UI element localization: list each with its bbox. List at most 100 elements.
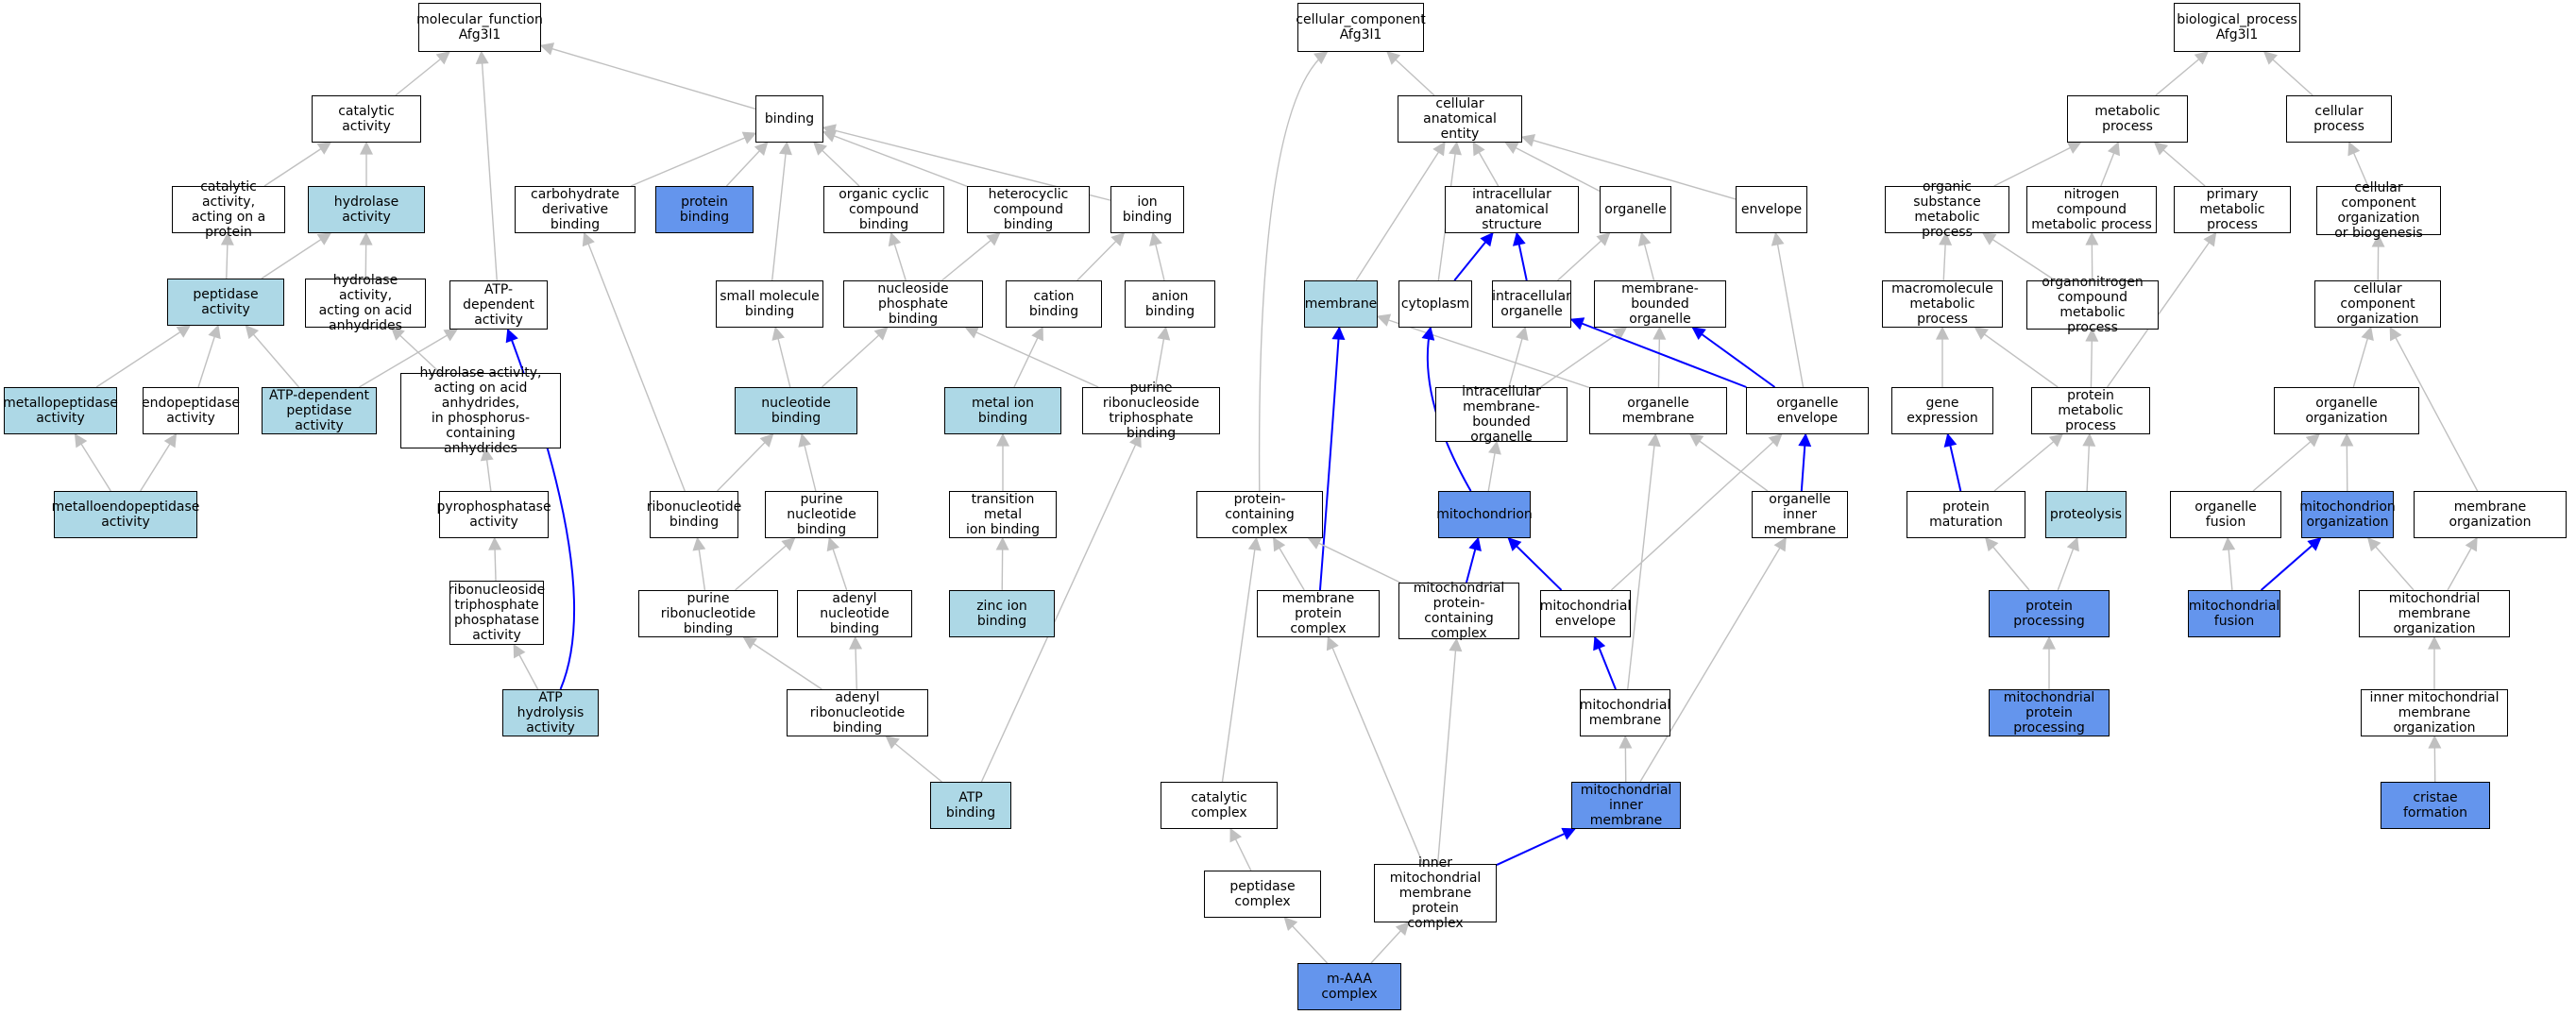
edge-nucleotide-to-small-mol	[771, 326, 791, 388]
edge-organonitrogen-to-org-substance	[1981, 232, 2056, 281]
edge-endopep-to-peptidase	[197, 324, 221, 388]
edge-atp-binding-to-pur-ribo-tri	[980, 432, 1142, 783]
go-term-org-membrane: organelle membrane	[1589, 387, 1727, 434]
edge-nuc-phos-to-org-cyclic	[888, 231, 907, 281]
go-term-org-envelope: organelle envelope	[1746, 387, 1869, 434]
edge-cc-org-bio-to-cellular-process	[2347, 141, 2369, 187]
go-term-heterocyclic: heterocyclic compound binding	[967, 186, 1090, 233]
edge-org-inner-mem-to-org-envelope	[1798, 432, 1812, 492]
go-term-macromolecule: macromolecule metabolic process	[1882, 280, 2003, 328]
edge-prot-metabolic-to-organonitrogen	[2085, 328, 2099, 388]
edge-prot-maturation-to-gene-expr	[1943, 432, 1962, 492]
go-term-mito-org: mitochondrion organization	[2299, 491, 2396, 538]
edge-mito-fusion-to-org-fusion	[2222, 536, 2236, 591]
edge-mito-envelope-to-mitochondrion	[1507, 537, 1563, 591]
go-term-atp-hydrolysis: ATP hydrolysis activity	[502, 689, 599, 736]
go-term-metalloendo: metalloendopeptidase activity	[52, 491, 199, 538]
go-term-peptidase-complex: peptidase complex	[1204, 871, 1321, 918]
edge-mitochondrion-to-cytoplasm	[1421, 326, 1472, 492]
go-term-metallopep: metallopeptidase activity	[3, 387, 118, 434]
edge-mem-prot-complex-to-protein-containing	[1273, 536, 1305, 591]
edge-org-membrane-to-mem-bounded	[1652, 326, 1667, 388]
edge-atp-hydrolysis-to-ribo-tri-phos	[513, 643, 539, 690]
go-term-atp-dep-pep: ATP-dependent peptidase activity	[262, 387, 377, 434]
edge-inner-mito-complex-to-mem-prot-complex	[1326, 635, 1424, 865]
go-term-nitrogen: nitrogen compound metabolic process	[2026, 186, 2157, 233]
edge-mito-mem-org-to-mito-org	[2366, 536, 2415, 591]
edge-adenyl-ribo-to-adenyl-nuc	[849, 635, 863, 690]
edge-atp-dep-to-mf-root	[475, 50, 498, 281]
edge-org-envelope-to-mem-bounded	[1691, 327, 1776, 388]
go-term-cytoplasm: cytoplasm	[1398, 280, 1472, 328]
edge-mito-fusion-to-mito-org	[2260, 537, 2322, 591]
go-term-intracell-mb-org: intracellular membrane-bounded organelle	[1435, 384, 1568, 445]
go-term-pur-ribonuc: purine ribonucleotide binding	[638, 590, 778, 637]
go-term-mf-root: molecular_function Afg3l1	[416, 3, 543, 52]
edge-peptidase-to-hydrolase	[261, 232, 332, 279]
edge-org-substance-to-metabolic	[1993, 142, 2082, 187]
go-term-mito-prot-complex: mitochondrial protein-containing complex	[1398, 581, 1519, 641]
edge-nucleotide-to-nuc-phos	[821, 327, 889, 388]
edge-mito-prot-complex-to-protein-containing	[1307, 537, 1401, 584]
go-term-ribo-tri-phos: ribonucleoside triphosphate phosphatase …	[448, 581, 546, 645]
go-term-prot-metabolic: protein metabolic process	[2031, 387, 2150, 434]
go-term-nuc-phos: nucleoside phosphate binding	[843, 280, 983, 328]
go-term-cellular-process: cellular process	[2286, 95, 2392, 143]
go-term-prot-maturation: protein maturation	[1907, 491, 2025, 538]
go-term-maaa: m-AAA complex	[1297, 963, 1401, 1010]
edge-metallopep-to-peptidase	[95, 325, 192, 388]
edge-atp-dep-pep-to-atp-dep	[359, 329, 459, 388]
edge-proteolysis-to-prot-metabolic	[2082, 432, 2096, 492]
edge-cation-to-ion-binding	[1076, 232, 1126, 281]
edge-intracell-mb-org-to-mem-bounded	[1540, 327, 1628, 388]
go-term-atp-binding: ATP binding	[930, 782, 1011, 829]
go-term-hyd-phos: hydrolase activity, acting on acid anhyd…	[400, 365, 561, 456]
edge-pur-ribo-tri-to-anion	[1154, 326, 1171, 388]
go-term-cristae: cristae formation	[2381, 782, 2490, 829]
go-term-membrane-org: membrane organization	[2414, 491, 2567, 538]
go-term-organelle: organelle	[1600, 186, 1671, 233]
edge-purine-nuc-to-nucleotide	[798, 432, 817, 492]
go-term-pyrophos: pyrophosphatase activity	[436, 491, 551, 538]
go-term-purine-nuc: purine nucleotide binding	[765, 491, 878, 538]
edge-prot-metabolic-to-primary-met	[2107, 231, 2217, 388]
go-term-adenyl-nuc: adenyl nucleotide binding	[797, 590, 912, 637]
edge-protein-containing-to-cc-root	[1258, 51, 1329, 492]
go-term-endopep: endopeptidase activity	[142, 387, 240, 434]
edge-hyd-phos-to-hyd-anhydrides	[390, 327, 441, 374]
edge-organelle-to-cell-anat	[1504, 142, 1601, 193]
edge-mito-membrane-to-org-membrane	[1627, 432, 1661, 690]
go-term-cation: cation binding	[1006, 280, 1102, 328]
edge-carb-deriv-to-binding	[630, 131, 757, 187]
go-term-protein-containing: protein-containing complex	[1196, 491, 1323, 538]
edge-atp-dep-pep-to-peptidase	[245, 324, 300, 388]
go-term-intracell-struct: intracellular anatomical structure	[1445, 186, 1579, 233]
go-term-mito-envelope: mitochondrial envelope	[1540, 590, 1631, 637]
edge-mito-prot-complex-to-mitochondrion	[1465, 536, 1482, 584]
edge-envelope-to-cell-anat	[1520, 133, 1737, 200]
edge-peptidase-to-cat-protein	[220, 231, 234, 279]
edge-atp-binding-to-adenyl-ribo	[885, 736, 942, 783]
go-term-binding: binding	[755, 95, 823, 143]
edge-intracell-mb-org-to-intracell-org	[1508, 326, 1529, 388]
edge-prot-processing-to-prot-maturation	[1985, 536, 2030, 591]
edge-prot-maturation-to-prot-metabolic	[1993, 433, 2064, 492]
edge-catalytic-to-mf-root	[395, 51, 450, 96]
go-term-org-substance: organic substance metabolic process	[1885, 179, 2009, 240]
edge-org-cyclic-to-binding	[813, 142, 860, 187]
edge-pyrophos-to-hyd-phos	[480, 447, 494, 492]
go-term-mito-mem-org: mitochondrial membrane organization	[2359, 590, 2510, 637]
edge-intracell-org-to-intracell-struct	[1512, 231, 1528, 281]
go-term-primary-met: primary metabolic process	[2174, 186, 2291, 233]
go-term-org-inner-mem: organelle inner membrane	[1752, 491, 1848, 538]
edge-cell-anat-to-cc-root	[1386, 51, 1435, 96]
edge-nuc-phos-to-heterocyclic	[941, 232, 1001, 281]
go-term-cell-anat: cellular anatomical entity	[1398, 95, 1522, 143]
edge-maaa-to-inner-mito-complex	[1370, 921, 1410, 964]
edge-cytoplasm-to-intracell-struct	[1453, 231, 1494, 281]
edge-peptidase-complex-to-catalytic-complex	[1229, 827, 1252, 871]
go-term-zinc: zinc ion binding	[949, 590, 1055, 637]
edge-intracell-struct-to-cell-anat	[1472, 141, 1500, 187]
edge-inner-mito-complex-to-mito-prot-complex	[1436, 637, 1463, 865]
edge-heterocyclic-to-binding	[822, 129, 968, 187]
